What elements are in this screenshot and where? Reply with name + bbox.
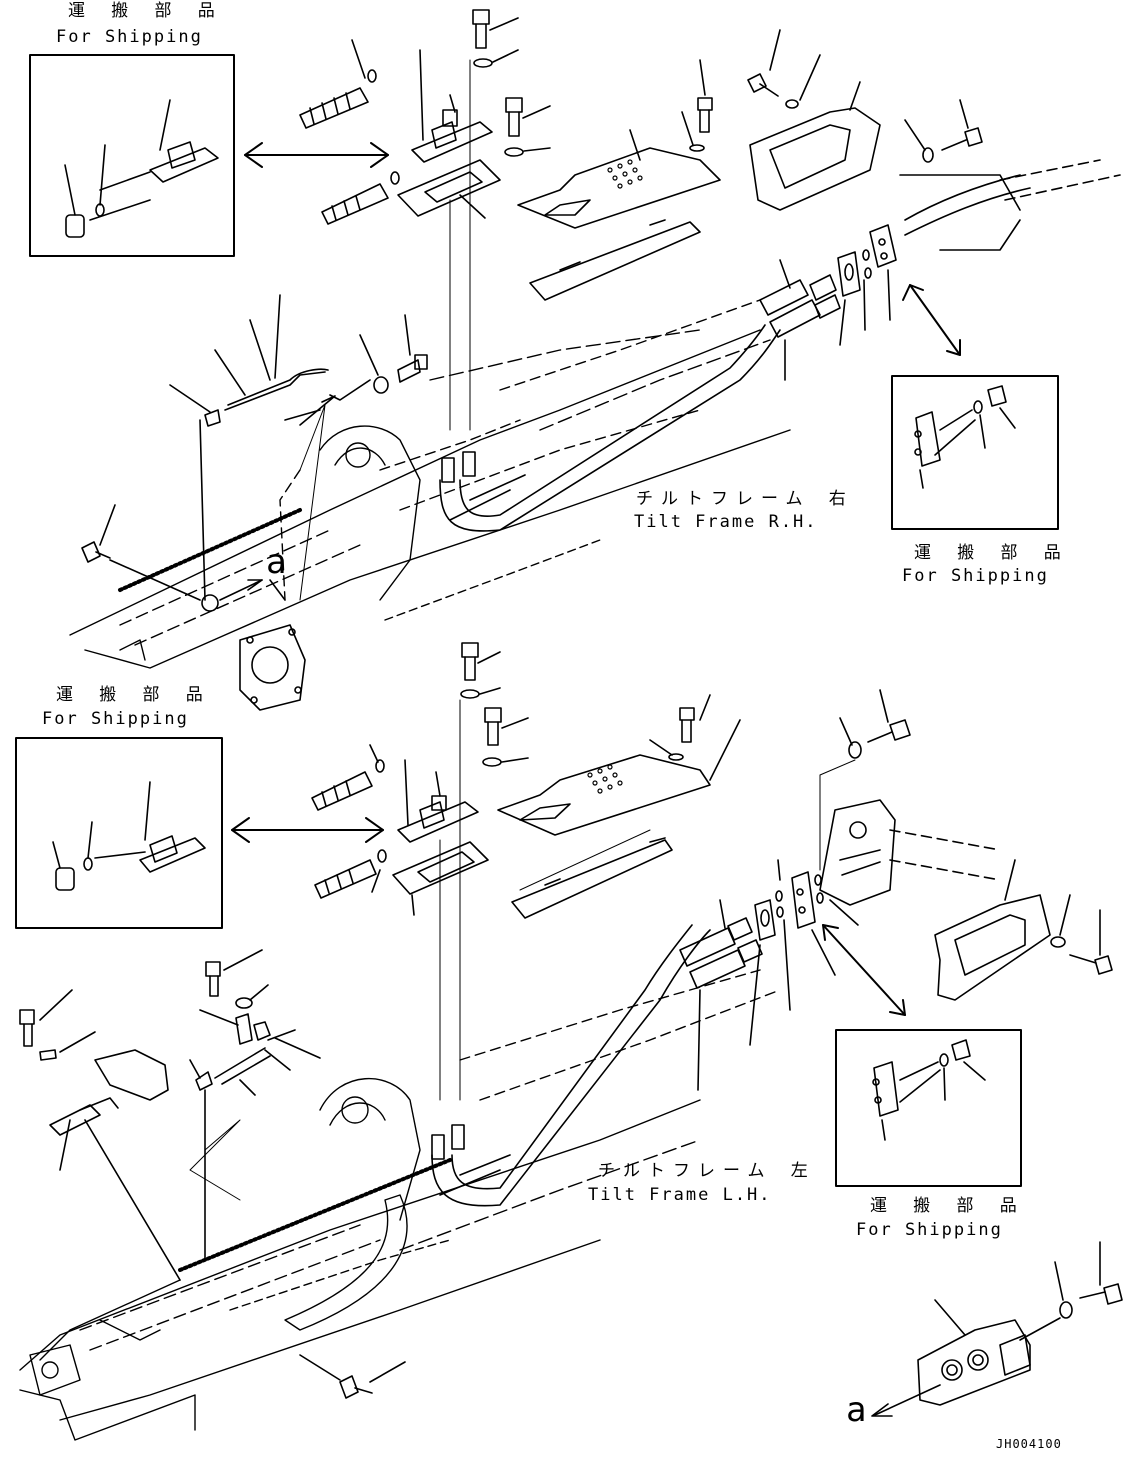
- shipping-label-jp-bottom-left: 運 搬 部 品: [56, 685, 211, 705]
- guard-bottom-right: [934, 859, 1051, 1001]
- bolt-top-1: [472, 9, 519, 68]
- shipping-box-bottom-right: [835, 1029, 1022, 1187]
- shipping-label-en-bottom-right: For Shipping: [856, 1220, 1003, 1240]
- flange-plate-rh: [239, 624, 306, 711]
- reference-mark-a-bottom: a: [846, 1390, 867, 1430]
- rod-assembly-bottom: [189, 1009, 321, 1261]
- grease-fitting-top-left: [81, 504, 219, 612]
- cover-plate-top: [517, 129, 721, 229]
- bolt-top-5: [904, 99, 983, 163]
- bolt-bottom-3: [649, 694, 711, 761]
- tilt-frame-lh-label-en: Tilt Frame L.H.: [588, 1185, 772, 1205]
- shipping-label-en-bottom-left: For Shipping: [42, 709, 189, 729]
- threaded-plug-bottom-upper: [311, 744, 409, 826]
- shipping-label-en-top-left: For Shipping: [56, 27, 203, 47]
- bolt-bottom-4: [819, 689, 911, 871]
- threaded-plug-lower: [321, 171, 400, 225]
- double-arrow-top-right: [902, 284, 961, 356]
- shipping-label-jp-top-left: 運 搬 部 品: [68, 1, 223, 21]
- shipping-box-right: [891, 375, 1059, 530]
- double-arrow-bottom-right: [822, 924, 906, 1016]
- shipping-label-en-right: For Shipping: [902, 566, 1049, 586]
- gasket-plate-bottom: [392, 841, 489, 916]
- valve-block-top: [411, 49, 493, 163]
- cover-plate-bottom: [497, 719, 741, 836]
- tilt-frame-rh-label-jp: チルトフレーム 右: [636, 489, 854, 509]
- threaded-plug-bottom-lower: [314, 849, 387, 899]
- bolt-bottom-2: [482, 707, 529, 767]
- tilt-frame-rh: [69, 299, 791, 669]
- shipping-fitting-top-left: [64, 99, 219, 238]
- under-plate-top: [529, 219, 701, 301]
- pointer-arrow-top: [219, 579, 286, 601]
- tilt-frame-lh: [19, 969, 781, 1441]
- bolt-top-4: [747, 29, 821, 109]
- shipping-fitting-bottom-left: [52, 781, 206, 891]
- fitting-block-bottom-right: [749, 859, 859, 1046]
- bolt-bottom-7: [1019, 1241, 1123, 1341]
- under-plate-bottom: [511, 829, 673, 919]
- shipping-fitting-right: [914, 385, 1016, 489]
- gasket-plate-top: [397, 159, 501, 219]
- valve-housing-bottom: [819, 799, 1001, 906]
- bolt-top-3: [681, 59, 713, 152]
- shipping-label-jp-bottom-right: 運 搬 部 品: [870, 1196, 1025, 1216]
- threaded-plug-upper: [299, 39, 377, 129]
- double-arrow-top-left: [244, 142, 389, 168]
- bolt-top-6: [329, 314, 428, 401]
- bolt-top-2: [504, 97, 551, 157]
- bracket-bottom-left: [49, 1049, 181, 1281]
- bolt-bottom-5: [1050, 894, 1113, 975]
- drawing-id: JH004100: [996, 1437, 1062, 1451]
- hose-assembly-top-right: [899, 159, 1121, 251]
- tilt-frame-lh-label-jp: チルトフレーム 左: [598, 1161, 816, 1181]
- shipping-fitting-bottom-right: [872, 1039, 986, 1141]
- grease-fitting-bottom: [299, 1354, 406, 1399]
- bolt-bottom-1: [460, 642, 501, 699]
- hydraulic-hose-bottom: [431, 899, 763, 1207]
- shipping-box-bottom-left: [15, 737, 223, 929]
- valve-block-bottom: [397, 771, 479, 843]
- reference-mark-a-top: a: [266, 542, 287, 582]
- double-arrow-bottom-left: [231, 817, 384, 843]
- bracket-bottom-right: [917, 1299, 1031, 1406]
- reference-arrow-a: [871, 1384, 941, 1417]
- guard-top-right: [749, 81, 881, 211]
- bolt-bottom-6: [205, 949, 269, 1009]
- tilt-frame-rh-label-en: Tilt Frame R.H.: [634, 512, 818, 532]
- shipping-box-top-left: [29, 54, 235, 257]
- rod-assembly-top: [169, 294, 336, 601]
- shipping-label-jp-right: 運 搬 部 品: [914, 543, 1069, 563]
- fitting-block-top-right: [837, 224, 897, 346]
- bolt-bottom-left: [19, 989, 96, 1061]
